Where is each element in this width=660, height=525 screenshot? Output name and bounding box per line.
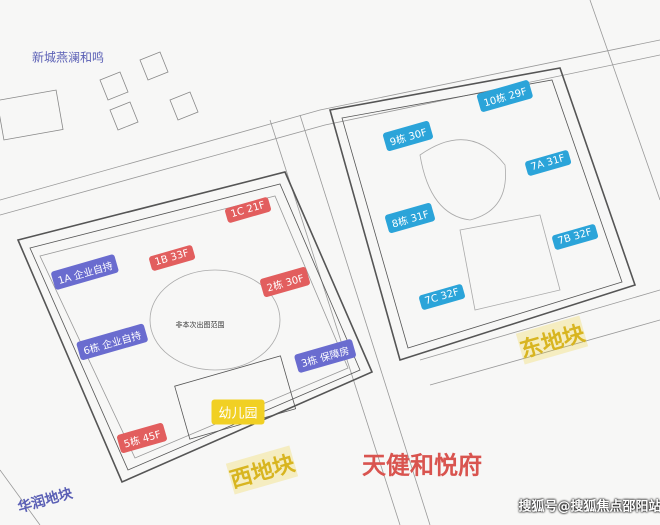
out-of-scope-note: 非本次出图范围 bbox=[175, 321, 225, 329]
watermark: 搜狐号@搜狐焦点邵阳站 bbox=[518, 499, 660, 515]
west-block-outline bbox=[16, 171, 374, 484]
north-neighbor-buildings bbox=[0, 51, 199, 141]
building-label-kindergarten: 幼儿园 bbox=[211, 399, 265, 425]
project-name: 天健和悦府 bbox=[362, 451, 482, 480]
neighbor-label-north: 新城燕澜和鸣 bbox=[31, 50, 105, 65]
